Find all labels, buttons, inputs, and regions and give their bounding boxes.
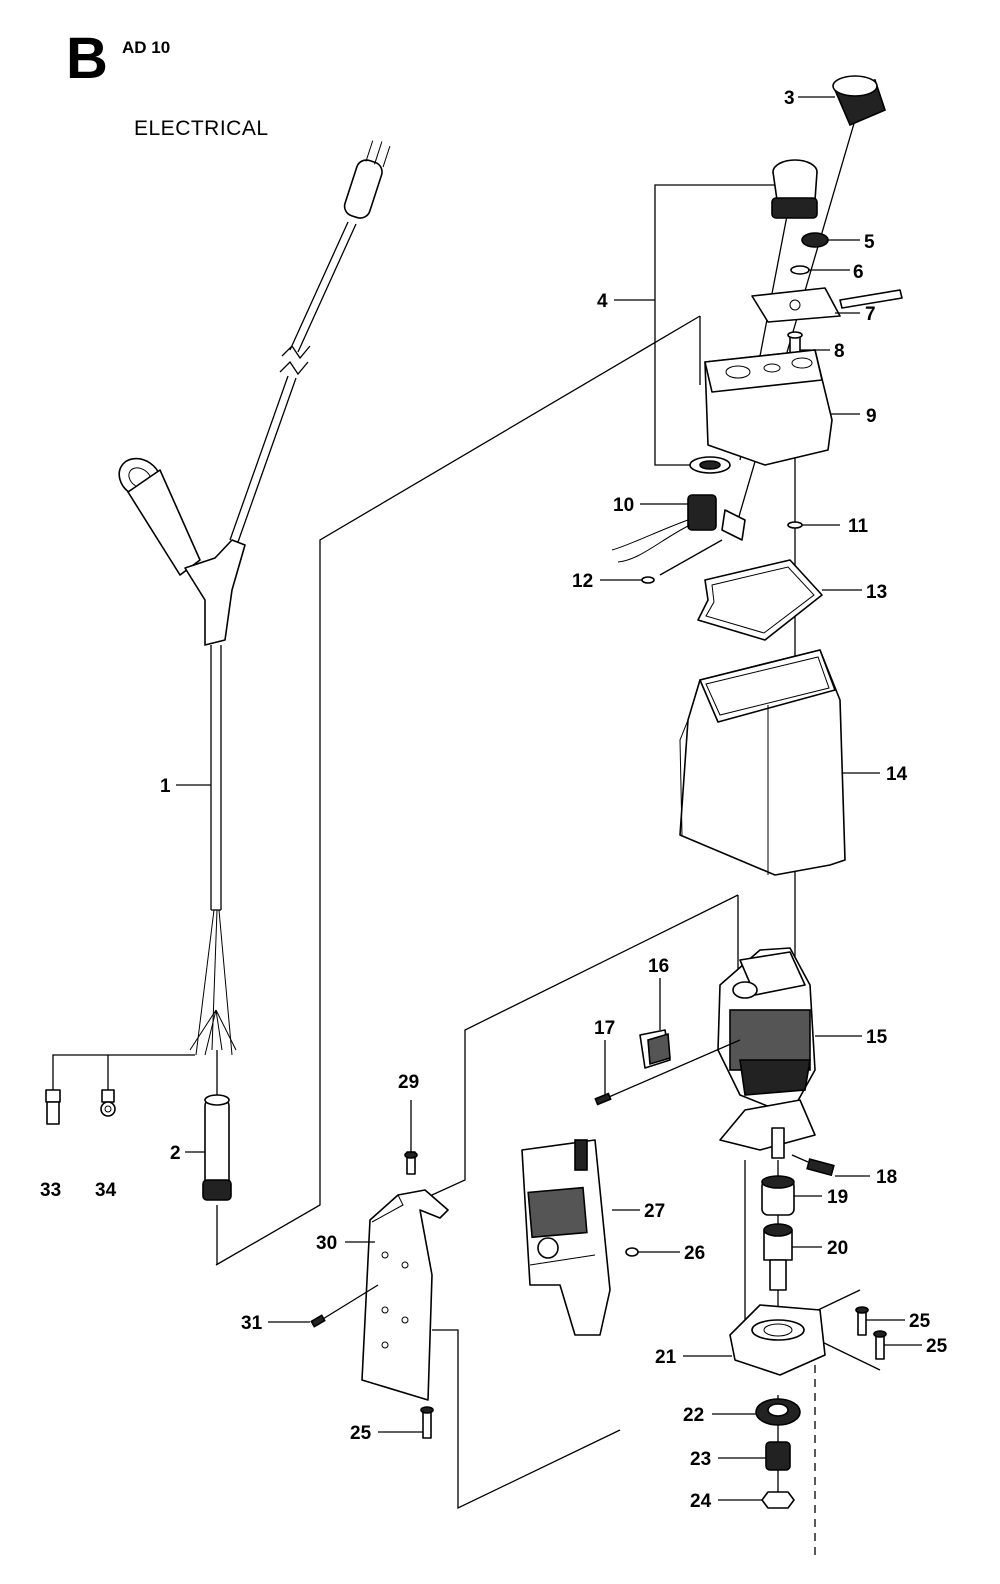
- callout-3: 3: [784, 88, 795, 109]
- callout-19: 19: [827, 1187, 848, 1208]
- callout-18: 18: [876, 1167, 897, 1188]
- callout-13: 13: [866, 582, 887, 603]
- callout-34: 34: [95, 1180, 117, 1201]
- parts-10-12: [611, 494, 803, 584]
- callout-25a: 25: [909, 1311, 931, 1332]
- callout-17: 17: [594, 1018, 615, 1039]
- part-13-gasket: [697, 559, 823, 641]
- callout-33: 33: [40, 1180, 61, 1201]
- callout-22: 22: [683, 1405, 704, 1426]
- part-9-top-cover: [704, 349, 833, 466]
- section-letter: B: [66, 26, 108, 91]
- callout-25c: 25: [350, 1423, 372, 1444]
- parts-16-17: [594, 1029, 741, 1106]
- section-title: ELECTRICAL: [134, 117, 269, 140]
- callout-23: 23: [690, 1449, 711, 1470]
- power-cable-assembly: [118, 140, 391, 1056]
- callout-11: 11: [848, 516, 869, 537]
- part-27-circuit-board: [521, 1139, 639, 1336]
- callout-10: 10: [613, 495, 634, 516]
- callout-21: 21: [655, 1347, 677, 1368]
- callout-6: 6: [853, 262, 864, 283]
- callout-25b: 25: [926, 1336, 948, 1357]
- terminal-34: [100, 1089, 116, 1117]
- callout-4: 4: [597, 291, 608, 312]
- callout-5: 5: [864, 232, 875, 253]
- callout-1: 1: [160, 776, 171, 797]
- model-code: AD 10: [122, 38, 171, 57]
- callout-24: 24: [690, 1491, 712, 1512]
- callout-16: 16: [648, 956, 669, 977]
- callout-20: 20: [827, 1238, 848, 1259]
- callout-8: 8: [834, 341, 845, 362]
- part-14-housing: [679, 649, 846, 876]
- part-4-switch: [689, 159, 818, 474]
- callout-14: 14: [886, 764, 908, 785]
- part-2-sleeve: [202, 1050, 232, 1265]
- terminal-33: [45, 1089, 61, 1125]
- callout-9: 9: [866, 406, 877, 427]
- parts-18-24: [729, 1127, 835, 1509]
- screws-25: [420, 1306, 887, 1439]
- callout-15: 15: [866, 1027, 888, 1048]
- part-15-motor: [717, 947, 816, 1151]
- callout-12: 12: [572, 571, 593, 592]
- callout-27: 27: [644, 1201, 665, 1222]
- callout-7: 7: [865, 304, 876, 325]
- callout-29: 29: [398, 1072, 419, 1093]
- leader-lines: [176, 96, 922, 1501]
- part-30-bracket: [310, 1100, 449, 1401]
- callout-30: 30: [316, 1233, 337, 1254]
- part-3-knob: [832, 75, 886, 127]
- callout-31: 31: [241, 1313, 263, 1334]
- callout-26: 26: [684, 1243, 705, 1264]
- callout-labels: 1 2 3 4 5 6 7 8 9 10 11 12 13 14 15 16 1…: [40, 88, 948, 1512]
- callout-2: 2: [170, 1143, 181, 1164]
